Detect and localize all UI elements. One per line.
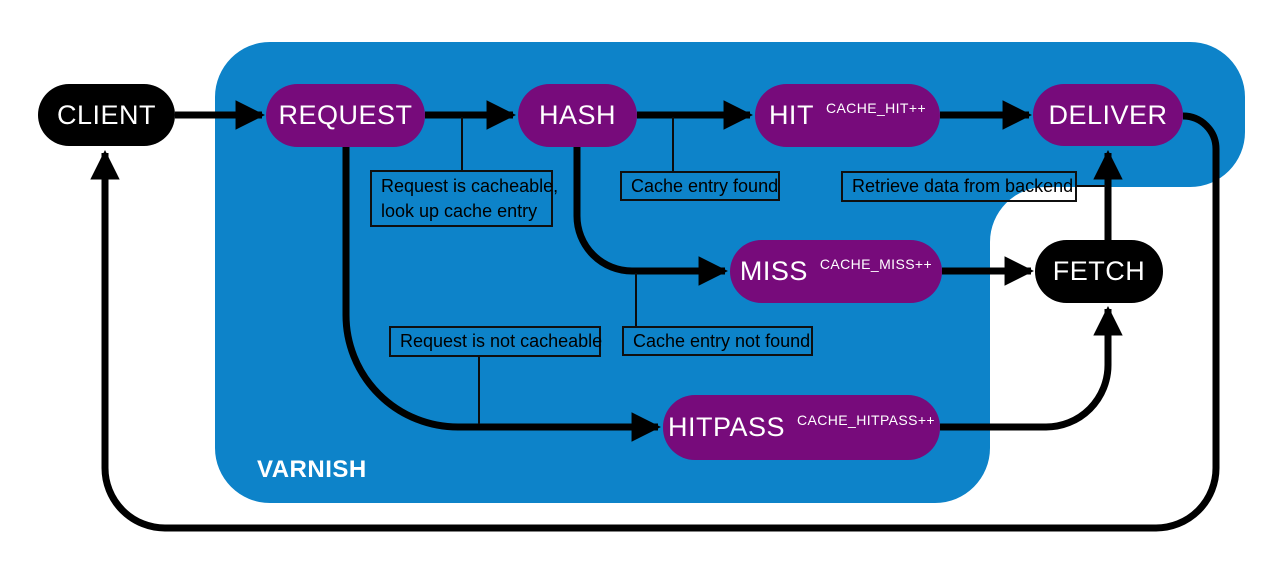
node-request: REQUEST [266,84,425,147]
annotation-request-cacheable-line2: look up cache entry [381,200,538,221]
annotation-cache-entry-found-text: Cache entry found [631,175,779,196]
arrow-request-to-hitpass [342,145,661,442]
node-client-label: CLIENT [56,99,157,130]
node-hash: HASH [518,84,637,147]
node-hitpass-label: HITPASS [667,412,785,442]
arrow-deliver-to-client [90,112,1220,532]
node-fetch-label: FETCH [1052,256,1146,286]
node-miss-counter-label: CACHE_MISS++ [819,255,933,272]
node-request-label: REQUEST [278,100,413,130]
annotation-retrieve-backend: Retrieve data from backend [841,171,1077,202]
arrow-hitpass-to-fetch [940,306,1123,431]
annotation-request-not-cacheable: Request is not cacheable [389,326,603,357]
annotation-cache-entry-not-found: Cache entry not found [622,326,813,356]
node-hash-label: HASH [538,100,616,130]
annotation-retrieve-backend-text: Retrieve data from backend [852,176,1074,196]
node-hit-counter-label: CACHE_HIT++ [825,99,927,116]
node-hitpass-counter-label: CACHE_HITPASS++ [797,411,936,428]
annotation-request-cacheable: Request is cacheable, look up cache entr… [370,170,559,227]
annotation-cache-entry-found: Cache entry found [620,171,780,201]
node-fetch: FETCH [1035,240,1163,303]
node-hit: HIT CACHE_HIT++ [755,84,940,147]
node-deliver-label: DELIVER [1048,99,1168,130]
annotation-request-not-cacheable-text: Request is not cacheable [400,331,603,351]
node-hitpass: HITPASS CACHE_HITPASS++ [663,395,940,460]
node-hit-label: HIT [768,100,814,130]
node-miss: MISS CACHE_MISS++ [730,240,942,303]
node-client: CLIENT [38,84,175,146]
arrow-hash-to-miss [573,145,728,286]
varnish-region-label: VARNISH [257,456,367,483]
node-deliver: DELIVER [1033,84,1183,146]
annotation-cache-entry-not-found-text: Cache entry not found [633,330,811,351]
annotation-request-cacheable-line1: Request is cacheable, [381,175,559,196]
node-miss-label: MISS [739,256,808,286]
